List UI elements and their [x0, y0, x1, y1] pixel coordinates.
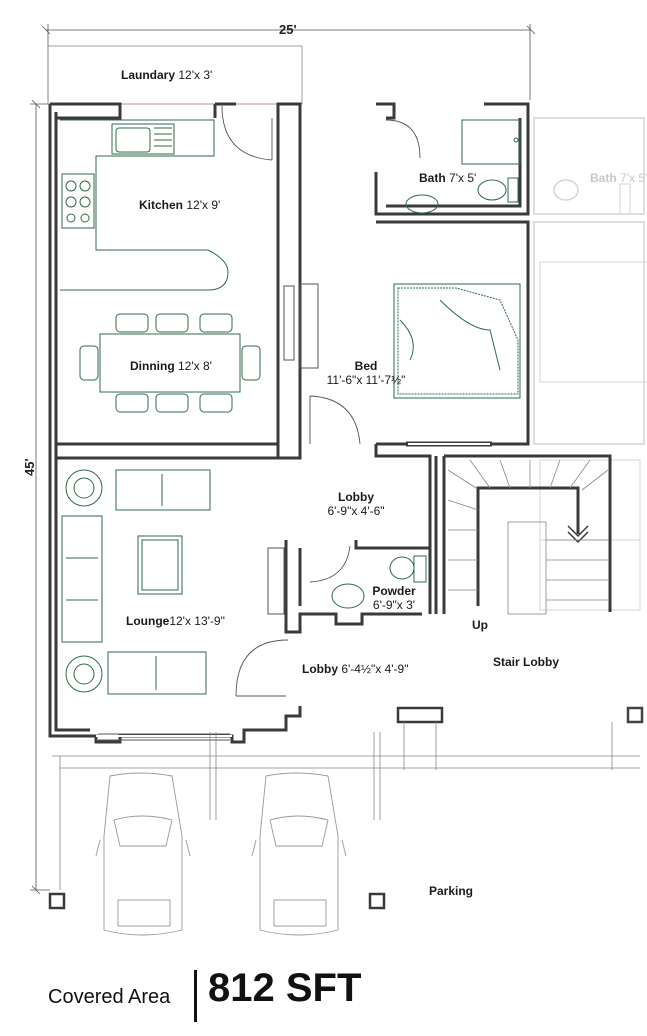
room-name: Bath [419, 171, 446, 185]
room-laundary-label: Laundary 12'x 3' [121, 68, 212, 82]
room-lobby-lower-label: Lobby 6'-4½"x 4'-9" [302, 662, 408, 676]
staircase [447, 459, 609, 615]
neighbour-unit-ghost [533, 117, 647, 724]
room-size: 12'x 3' [178, 68, 213, 82]
room-dinning-label: Dinning 12'x 8' [130, 359, 212, 373]
car-left [95, 772, 191, 936]
room-lounge-label: Lounge12'x 13'-9" [126, 614, 225, 628]
covered-area-value: 812 SFT [208, 966, 362, 1010]
room-size: 7'x 5' [620, 171, 647, 185]
room-name: Parking [429, 884, 474, 898]
room-parking-label: Parking [429, 884, 473, 898]
room-powder-label: Powder 6'-9"x 3' [370, 584, 418, 612]
room-bath-ghost-label: Bath 7'x 5' [590, 171, 647, 185]
covered-area-footer: Covered Area 812 SFT [48, 966, 608, 1026]
width-dimension: 25' [279, 22, 297, 37]
depth-dimension: 45' [22, 458, 37, 476]
room-stair-lobby-label: Stair Lobby [493, 655, 559, 669]
room-size: 12'x 13'-9" [169, 614, 225, 628]
room-size: 11'-6"x 11'-7½" [326, 373, 406, 387]
room-size: 7'x 5' [449, 171, 477, 185]
walls [48, 102, 612, 744]
door-swings [221, 105, 421, 697]
room-kitchen-label: Kitchen 12'x 9' [139, 198, 220, 212]
room-name: Up [472, 618, 488, 632]
footer-divider [194, 970, 197, 1022]
openings [96, 283, 492, 741]
room-size: 12'x 9' [186, 198, 221, 212]
room-name: Lounge [126, 614, 170, 628]
room-name: Dinning [130, 359, 175, 373]
stair-up-label: Up [472, 618, 488, 632]
room-size: 6'-9"x 4'-6" [327, 504, 385, 518]
room-name: Powder [372, 584, 416, 598]
room-name: Lobby [302, 662, 338, 676]
kitchen-counters [60, 119, 229, 291]
bed [393, 283, 521, 399]
room-name: Bath [590, 171, 617, 185]
room-bed-label: Bed 11'-6"x 11'-7½" [314, 359, 418, 387]
room-name: Laundary [121, 68, 176, 82]
lounge-furniture [61, 469, 211, 695]
room-size: 12'x 8' [178, 359, 212, 373]
room-name: Stair Lobby [493, 655, 560, 669]
bath-fixtures [331, 119, 521, 609]
parking-structure [48, 706, 640, 910]
covered-area-label: Covered Area [48, 986, 171, 1008]
room-bath-label: Bath 7'x 5' [419, 171, 476, 185]
room-name: Kitchen [139, 198, 184, 212]
room-name: Bed [354, 359, 378, 373]
room-lobby-upper-label: Lobby 6'-9"x 4'-6" [313, 490, 399, 518]
dining-set [79, 313, 261, 413]
room-size: 6'-4½"x 4'-9" [341, 662, 409, 676]
car-right [251, 772, 347, 936]
room-size: 6'-9"x 3' [372, 598, 416, 612]
room-name: Lobby [338, 490, 374, 504]
